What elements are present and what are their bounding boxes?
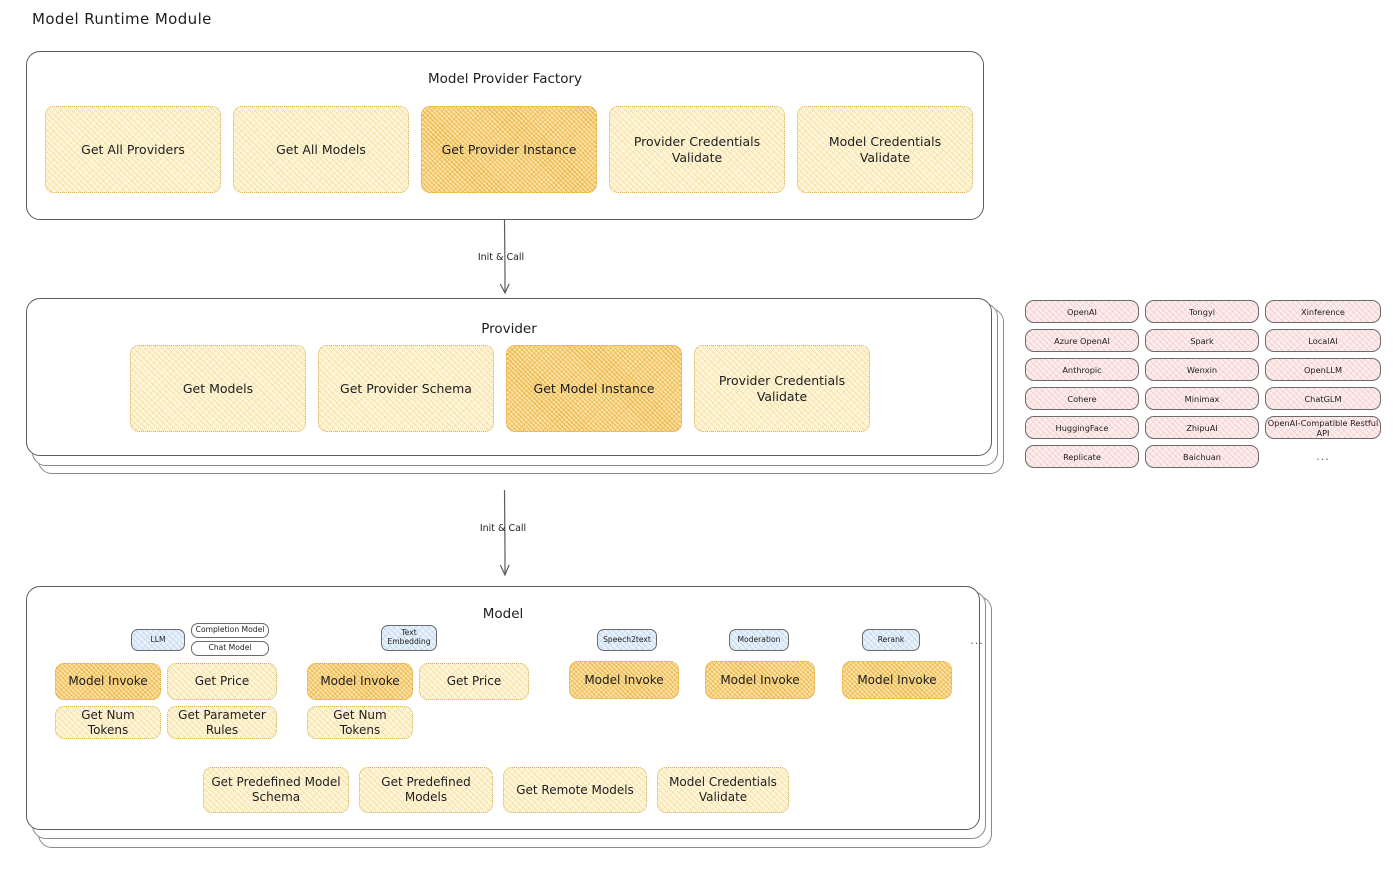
method-text-embedding-get-price[interactable]: Get Price	[419, 663, 529, 700]
method-provider-credentials-validate[interactable]: Provider Credentials Validate	[609, 106, 785, 193]
provider-pill-localai[interactable]: LocalAI	[1265, 329, 1381, 352]
provider-pill-openai[interactable]: OpenAI	[1025, 300, 1139, 323]
model-types-more: ...	[970, 633, 984, 647]
method-get-model-instance[interactable]: Get Model Instance	[506, 345, 682, 432]
model-type-tag-rerank[interactable]: Rerank	[862, 629, 920, 651]
provider-pill-xinference[interactable]: Xinference	[1265, 300, 1381, 323]
method-model-credentials-validate[interactable]: Model Credentials Validate	[797, 106, 973, 193]
method-get-all-models[interactable]: Get All Models	[233, 106, 409, 193]
provider-pill-replicate[interactable]: Replicate	[1025, 445, 1139, 468]
provider-pill-tongyi[interactable]: Tongyi	[1145, 300, 1259, 323]
provider-pill-cohere[interactable]: Cohere	[1025, 387, 1139, 410]
method-text-embedding-model-invoke[interactable]: Model Invoke	[307, 663, 413, 700]
provider-pill-openllm[interactable]: OpenLLM	[1265, 358, 1381, 381]
model-provider-factory-card: Model Provider Factory Get All Providers…	[26, 51, 984, 220]
provider-pill-minimax[interactable]: Minimax	[1145, 387, 1259, 410]
model-provider-factory-title: Model Provider Factory	[427, 71, 582, 87]
provider-pill-zhipuai[interactable]: ZhipuAI	[1145, 416, 1259, 439]
method-text-embedding-get-num-tokens[interactable]: Get Num Tokens	[307, 706, 413, 739]
provider-pill-openai-compatible-restful-api[interactable]: OpenAI-Compatible Restful API	[1265, 416, 1381, 439]
method-get-predefined-models[interactable]: Get Predefined Models	[359, 767, 493, 813]
model-type-tag-llm[interactable]: LLM	[131, 629, 185, 651]
method-model-credentials-validate-3[interactable]: Model Credentials Validate	[657, 767, 789, 813]
method-get-provider-instance[interactable]: Get Provider Instance	[421, 106, 597, 193]
method-speech2text-model-invoke[interactable]: Model Invoke	[569, 661, 679, 699]
arrow-provider-to-model	[500, 489, 510, 577]
provider-pill-azure-openai[interactable]: Azure OpenAI	[1025, 329, 1139, 352]
method-get-provider-schema[interactable]: Get Provider Schema	[318, 345, 494, 432]
model-type-tag-moderation[interactable]: Moderation	[729, 629, 789, 651]
method-llm-get-parameter-rules[interactable]: Get Parameter Rules	[167, 706, 277, 739]
arrow-label-init-call-1: Init & Call	[477, 252, 525, 263]
provider-pill-wenxin[interactable]: Wenxin	[1145, 358, 1259, 381]
page-title: Model Runtime Module	[32, 10, 212, 28]
provider-pill-baichuan[interactable]: Baichuan	[1145, 445, 1259, 468]
model-type-tag-speech2text[interactable]: Speech2text	[597, 629, 657, 651]
method-llm-get-num-tokens[interactable]: Get Num Tokens	[55, 706, 161, 739]
model-type-tag-text-embedding[interactable]: Text Embedding	[381, 625, 437, 651]
method-llm-model-invoke[interactable]: Model Invoke	[55, 663, 161, 700]
method-get-all-providers[interactable]: Get All Providers	[45, 106, 221, 193]
method-provider-credentials-validate-2[interactable]: Provider Credentials Validate	[694, 345, 870, 432]
arrow-label-init-call-2: Init & Call	[479, 523, 527, 534]
method-moderation-model-invoke[interactable]: Model Invoke	[705, 661, 815, 699]
provider-title: Provider	[481, 321, 537, 337]
method-get-predefined-model-schema[interactable]: Get Predefined Model Schema	[203, 767, 349, 813]
method-llm-get-price[interactable]: Get Price	[167, 663, 277, 700]
method-rerank-model-invoke[interactable]: Model Invoke	[842, 661, 952, 699]
model-subtype-tag-completion-model[interactable]: Completion Model	[191, 623, 269, 638]
model-title: Model	[482, 606, 524, 622]
arrow-factory-to-provider	[500, 219, 510, 295]
model-card: Model LLM Completion Model Chat Model Mo…	[26, 586, 983, 830]
provider-pill-chatglm[interactable]: ChatGLM	[1265, 387, 1381, 410]
provider-pill-anthropic[interactable]: Anthropic	[1025, 358, 1139, 381]
method-get-remote-models[interactable]: Get Remote Models	[503, 767, 647, 813]
method-get-models[interactable]: Get Models	[130, 345, 306, 432]
provider-pill-spark[interactable]: Spark	[1145, 329, 1259, 352]
model-subtype-tag-chat-model[interactable]: Chat Model	[191, 641, 269, 656]
provider-card: Provider Get Models Get Provider Schema …	[26, 298, 992, 456]
provider-list: OpenAI Azure OpenAI Anthropic Cohere Hug…	[1025, 300, 1381, 475]
provider-list-more: ...	[1316, 450, 1330, 463]
provider-pill-huggingface[interactable]: HuggingFace	[1025, 416, 1139, 439]
